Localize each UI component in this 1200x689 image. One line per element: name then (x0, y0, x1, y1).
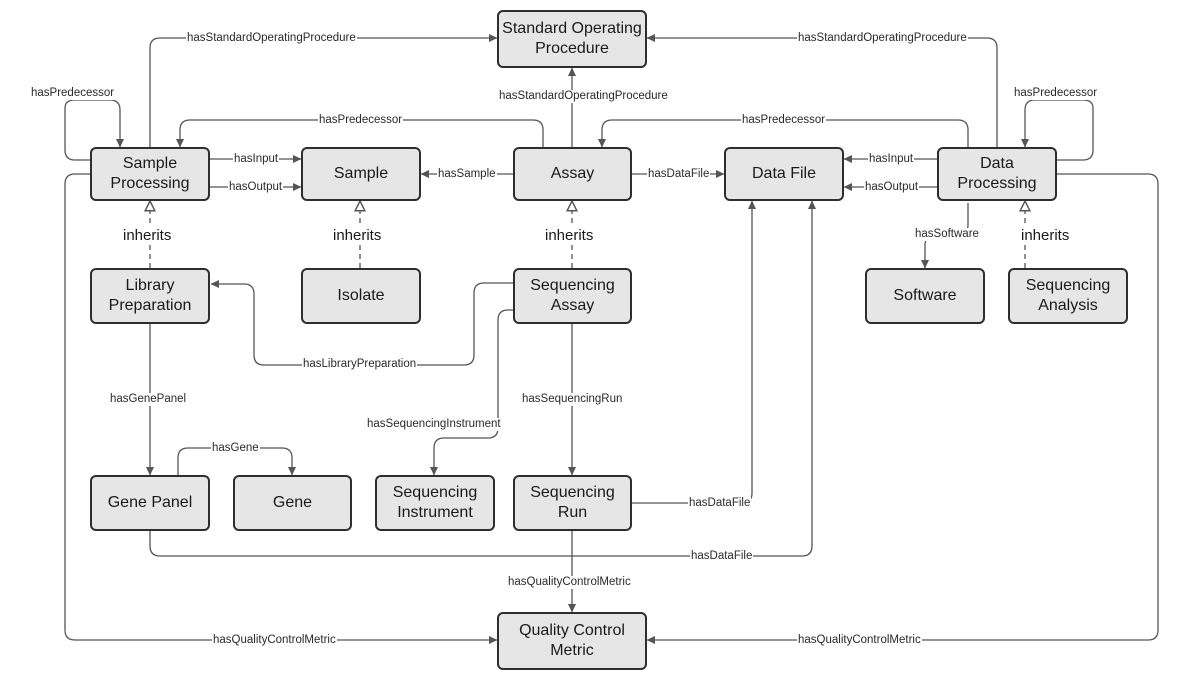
label-sp-input: hasInput (233, 153, 280, 166)
label-assay-pred-sp: hasPredecessor (318, 114, 404, 127)
node-standard-operating-procedure[interactable]: Standard Operating Procedure (497, 10, 647, 68)
label-dp-pred-self: hasPredecessor (1013, 87, 1099, 100)
node-quality-control-metric[interactable]: Quality Control Metric (497, 612, 647, 670)
node-sample-processing[interactable]: Sample Processing (90, 147, 210, 201)
label-assay-sop: hasStandardOperatingProcedure (498, 90, 669, 103)
label-dp-software: hasSoftware (914, 228, 980, 241)
node-library-preparation[interactable]: Library Preparation (90, 268, 210, 324)
node-gene-panel[interactable]: Gene Panel (90, 475, 210, 531)
label-dp-sop: hasStandardOperatingProcedure (797, 32, 968, 45)
label-dp-pred-assay: hasPredecessor (741, 114, 827, 127)
label-sa-run: hasSequencingRun (521, 393, 624, 406)
node-sequencing-analysis[interactable]: Sequencing Analysis (1008, 268, 1128, 324)
edge-sp-sop (149, 33, 498, 147)
label-dp-output: hasOutput (864, 181, 920, 194)
label-dp-input: hasInput (868, 153, 915, 166)
label-assay-sample: hasSample (437, 168, 497, 181)
edge-gp-datafile (149, 200, 817, 557)
node-sample[interactable]: Sample (301, 147, 421, 201)
label-sp-output: hasOutput (228, 181, 284, 194)
label-dp-qc: hasQualityControlMetric (797, 634, 922, 647)
node-data-file[interactable]: Data File (724, 147, 844, 201)
node-sequencing-instrument[interactable]: Sequencing Instrument (375, 475, 495, 531)
label-assay-datafile: hasDataFile (647, 168, 711, 181)
label-run-qc: hasQualityControlMetric (507, 576, 632, 589)
label-inherits-isolate: inherits (331, 227, 384, 244)
label-sa-instrument: hasSequencingInstrument (366, 418, 502, 431)
label-inherits-sa: inherits (543, 227, 596, 244)
label-inherits-seqan: inherits (1019, 227, 1072, 244)
edge-sp-qc (64, 173, 498, 645)
label-sp-pred-self: hasPredecessor (30, 87, 116, 100)
node-gene[interactable]: Gene (233, 475, 352, 531)
label-inherits-lp: inherits (121, 227, 174, 244)
edge-dp-pred-self (1020, 99, 1094, 161)
label-sp-qc: hasQualityControlMetric (212, 634, 337, 647)
edge-dp-sop (646, 33, 998, 147)
label-gp-gene: hasGene (211, 442, 260, 455)
label-gp-datafile: hasDataFile (690, 550, 754, 563)
label-sp-sop: hasStandardOperatingProcedure (186, 32, 357, 45)
label-lp-genepanel: hasGenePanel (109, 393, 188, 406)
node-sequencing-run[interactable]: Sequencing Run (513, 475, 632, 531)
node-assay[interactable]: Assay (513, 147, 632, 201)
edge-sa-instrument (429, 309, 513, 476)
node-isolate[interactable]: Isolate (301, 268, 421, 324)
label-run-datafile: hasDataFile (688, 497, 752, 510)
node-software[interactable]: Software (865, 268, 985, 324)
label-sa-libprep: hasLibraryPreparation (302, 358, 418, 371)
edge-dp-qc (646, 173, 1159, 645)
node-sequencing-assay[interactable]: Sequencing Assay (513, 268, 632, 324)
edge-run-datafile (632, 200, 757, 504)
edge-sp-pred-self (64, 99, 125, 161)
node-data-processing[interactable]: Data Processing (937, 147, 1057, 201)
